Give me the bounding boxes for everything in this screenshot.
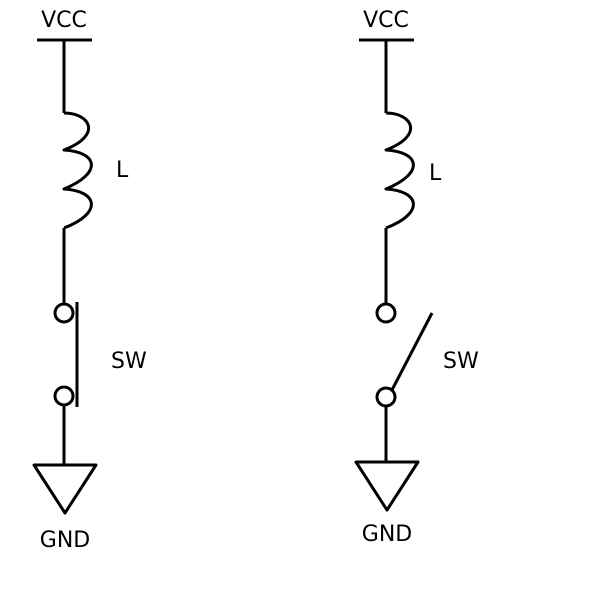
- left-gnd-label: GND: [40, 528, 90, 553]
- right-switch-blade-open: [390, 312, 434, 391]
- left-vcc-label: VCC: [41, 8, 87, 33]
- right-switch-bottom-terminal: [375, 386, 397, 408]
- right-switch-top-terminal: [375, 302, 397, 324]
- right-circuit: VCC L SW GND: [354, 8, 479, 547]
- left-inductor-coil: [62, 111, 93, 230]
- right-switch-label: SW: [443, 349, 479, 374]
- left-ground-symbol: [32, 463, 98, 515]
- right-gnd-label: GND: [362, 522, 412, 547]
- left-switch-top-terminal: [53, 302, 75, 324]
- left-circuit: VCC L SW GND: [32, 8, 147, 553]
- right-inductor-coil: [384, 111, 415, 230]
- right-vcc-label: VCC: [363, 8, 409, 33]
- right-ground-symbol: [354, 460, 420, 512]
- left-switch-bottom-terminal: [53, 385, 75, 407]
- right-inductor-label: L: [429, 161, 442, 186]
- left-switch-label: SW: [111, 349, 147, 374]
- left-inductor-label: L: [116, 158, 129, 183]
